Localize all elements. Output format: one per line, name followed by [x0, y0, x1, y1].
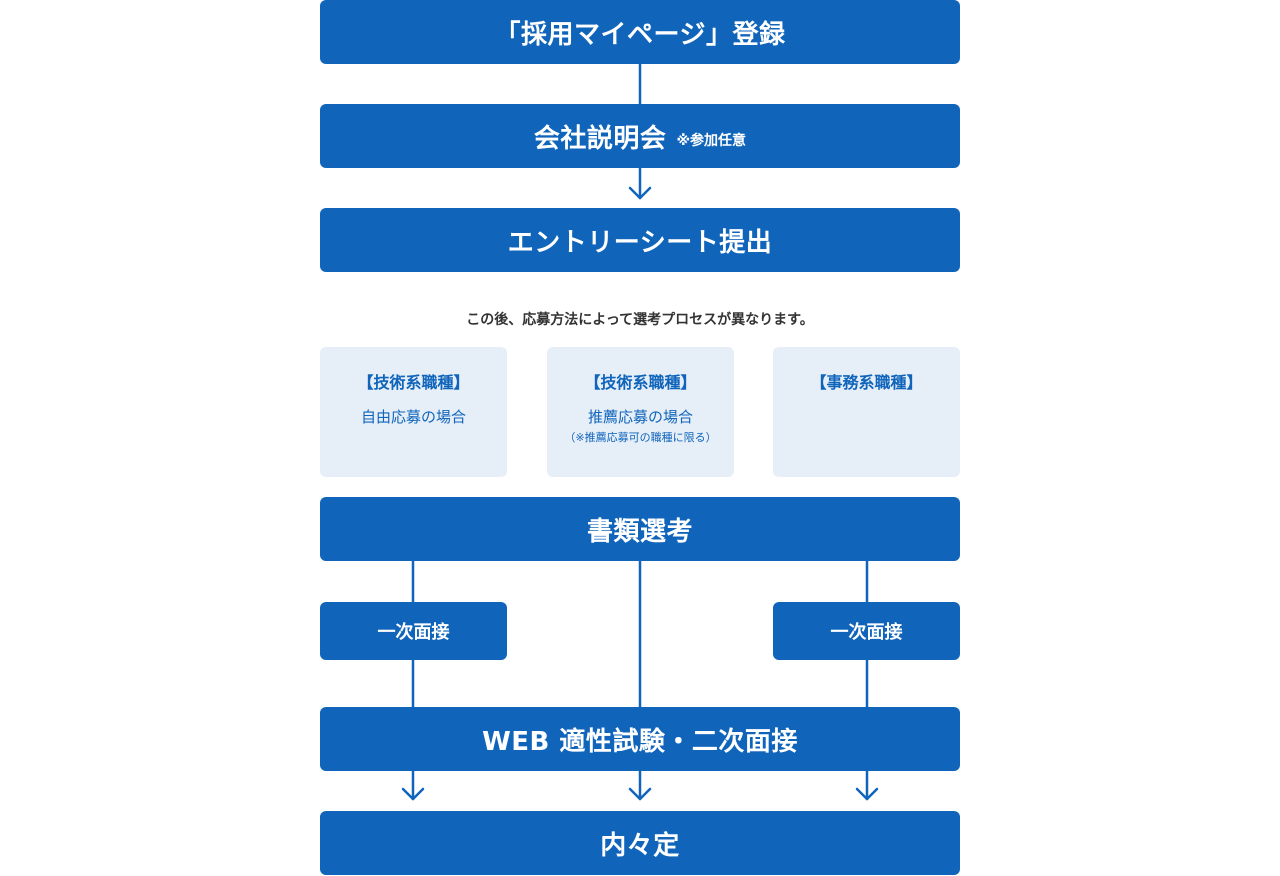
- track-card-technical-recommended: 【技術系職種】 推薦応募の場合 （※推薦応募可の職種に限る）: [547, 347, 734, 477]
- step-info-session-note: ※参加任意: [676, 133, 747, 149]
- step-document-screening-label: 書類選考: [586, 516, 693, 547]
- step-document-screening: 書類選考: [320, 497, 960, 561]
- track-card-technical-open: 【技術系職種】 自由応募の場合: [320, 347, 507, 477]
- step-registration: 「採用マイページ」登録: [320, 0, 960, 64]
- track-card-administrative: 【事務系職種】: [773, 347, 960, 477]
- track-card-subtitle: 自由応募の場合: [360, 408, 466, 426]
- step-web-test-label: WEB 適性試験・二次面接: [482, 726, 798, 757]
- process-intro-text: この後、応募方法によって選考プロセスが異なります。: [466, 312, 814, 328]
- track-card-note: （※推薦応募可の職種に限る）: [564, 431, 717, 444]
- step-first-interview-administrative: 一次面接: [773, 602, 960, 660]
- track-card-title: 【技術系職種】: [584, 373, 697, 392]
- step-entry-sheet-label: エントリーシート提出: [507, 227, 773, 258]
- step-informal-offer-label: 内々定: [600, 830, 680, 861]
- step-info-session-label: 会社説明会: [533, 123, 667, 154]
- track-card-title: 【技術系職種】: [357, 373, 470, 392]
- track-card-subtitle: 推薦応募の場合: [587, 408, 693, 426]
- step-first-interview-label: 一次面接: [377, 622, 450, 643]
- step-first-interview-label: 一次面接: [830, 622, 903, 643]
- step-registration-label: 「採用マイページ」登録: [494, 19, 786, 50]
- arrow-head-entry-sheet: [628, 186, 652, 200]
- step-informal-offer: 内々定: [320, 811, 960, 875]
- arrow-head-offer-center: [628, 787, 652, 801]
- step-entry-sheet: エントリーシート提出: [320, 208, 960, 272]
- step-web-test-second-interview: WEB 適性試験・二次面接: [320, 707, 960, 771]
- arrow-head-offer-left: [401, 787, 425, 801]
- arrow-head-offer-right: [855, 787, 879, 801]
- step-info-session: 会社説明会 ※参加任意: [320, 104, 960, 168]
- step-first-interview-technical: 一次面接: [320, 602, 507, 660]
- track-card-title: 【事務系職種】: [810, 373, 923, 392]
